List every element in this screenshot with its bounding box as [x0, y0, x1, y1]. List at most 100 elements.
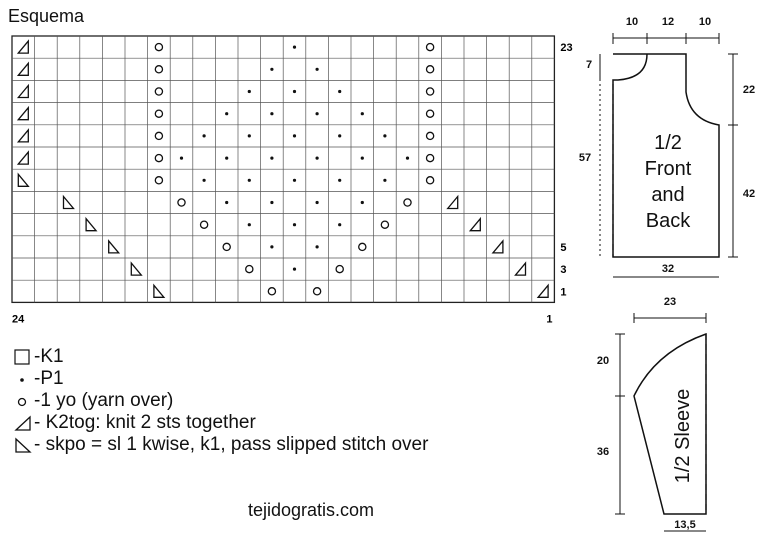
legend-text-skpo: - skpo = sl 1 kwise, k1, pass slipped st… — [34, 434, 429, 455]
purl-mark — [292, 89, 297, 94]
skpo-mark — [85, 216, 98, 232]
yarn-over-mark — [425, 153, 435, 163]
dim-side: 42 — [743, 188, 755, 200]
purl-mark — [338, 134, 342, 138]
sleeve-label: 1/2 Sleeve — [672, 389, 694, 484]
dim-top-left: 10 — [626, 16, 638, 28]
row-number: 3 — [560, 264, 566, 276]
purl-mark — [292, 45, 297, 49]
dim-armhole: 22 — [743, 84, 755, 96]
purl-mark — [383, 178, 387, 182]
purl-mark — [315, 156, 319, 160]
dim-bottom: 32 — [662, 263, 674, 275]
k2tog-mark — [16, 83, 29, 99]
legend-item-skpo: - skpo = sl 1 kwise, k1, pass slipped st… — [14, 434, 428, 456]
purl-mark — [247, 89, 251, 94]
yarn-over-mark — [425, 42, 435, 52]
skpo-mark — [108, 239, 121, 254]
legend-item-k2tog: - K2tog: knit 2 sts together — [14, 412, 428, 434]
chart-symbols — [16, 39, 549, 298]
purl-mark — [202, 134, 206, 138]
k2tog-mark — [514, 261, 527, 276]
purl-mark — [315, 67, 319, 71]
front-back-label: and — [651, 184, 684, 206]
purl-mark — [292, 267, 297, 271]
purl-mark — [315, 112, 319, 116]
purl-mark — [292, 178, 297, 182]
purl-mark — [225, 156, 229, 160]
skpo-mark — [130, 261, 143, 276]
k2tog-mark — [536, 283, 549, 298]
purl-mark — [270, 67, 274, 71]
dim-neck: 7 — [586, 59, 592, 71]
purl-mark — [270, 156, 274, 160]
purl-mark — [225, 200, 229, 205]
dim-sleeve-top: 23 — [664, 296, 676, 308]
yarn-over-mark — [425, 65, 435, 74]
chart-grid — [11, 35, 556, 304]
purl-mark — [202, 178, 206, 182]
skpo-mark — [62, 194, 75, 210]
yarn-over-mark — [177, 198, 186, 207]
purl-mark — [270, 200, 274, 205]
row-number: 5 — [560, 242, 566, 254]
yarn-over-mark — [335, 264, 344, 274]
yarn-over-mark — [154, 42, 164, 52]
purl-mark — [179, 156, 184, 160]
knit-square-icon — [14, 349, 30, 365]
legend-text-p1: -P1 — [34, 368, 64, 389]
yarn-over-mark — [267, 287, 277, 296]
yarn-over-mark — [245, 264, 254, 274]
yarn-over-mark — [312, 287, 322, 296]
yarn-over-mark — [154, 109, 164, 118]
yarn-over-icon — [17, 397, 27, 407]
purl-mark — [292, 134, 297, 138]
row-number: 23 — [560, 42, 572, 54]
legend: -K1 -P1 -1 yo (yarn over) - K2tog: knit … — [14, 346, 428, 456]
k2tog-mark — [446, 194, 459, 210]
purl-mark — [360, 112, 364, 116]
yarn-over-mark — [199, 220, 209, 229]
purl-mark — [360, 156, 364, 160]
purl-mark — [270, 112, 274, 116]
k2tog-mark — [16, 128, 29, 143]
yarn-over-mark — [154, 176, 164, 185]
front-back-outline — [612, 53, 720, 258]
column-number: 24 — [12, 313, 25, 325]
yarn-over-mark — [154, 131, 164, 141]
purl-mark — [383, 134, 387, 138]
purl-mark — [338, 89, 342, 94]
skpo-mark — [153, 283, 166, 298]
skpo-mark — [17, 172, 30, 187]
legend-item-yo: -1 yo (yarn over) — [14, 390, 428, 412]
purl-mark — [405, 156, 410, 160]
purl-mark — [247, 178, 251, 182]
k2tog-mark — [491, 239, 504, 254]
purl-mark — [338, 178, 342, 182]
k2tog-mark — [16, 105, 29, 121]
k2tog-mark — [16, 150, 29, 165]
sleeve-outline — [633, 332, 707, 515]
yarn-over-mark — [425, 109, 435, 118]
dim-top-mid: 12 — [662, 16, 674, 28]
purl-mark — [247, 134, 251, 138]
legend-text-yo: -1 yo (yarn over) — [34, 390, 174, 411]
dim-sleeve-cuff: 13,5 — [674, 519, 695, 531]
legend-text-k2tog: - K2tog: knit 2 sts together — [34, 412, 256, 433]
yarn-over-mark — [425, 131, 435, 141]
purl-mark — [360, 200, 364, 205]
purl-mark — [338, 223, 342, 227]
dim-top-right: 10 — [699, 16, 711, 28]
yarn-over-mark — [154, 153, 164, 163]
dim-total: 57 — [579, 152, 591, 164]
purl-mark — [225, 112, 229, 116]
purl-mark — [315, 245, 319, 249]
row-number: 1 — [560, 286, 566, 298]
legend-item-k1: -K1 — [14, 346, 428, 368]
yarn-over-mark — [358, 242, 367, 252]
yarn-over-mark — [222, 242, 231, 252]
purl-mark — [315, 200, 319, 205]
k2tog-mark — [16, 39, 29, 54]
